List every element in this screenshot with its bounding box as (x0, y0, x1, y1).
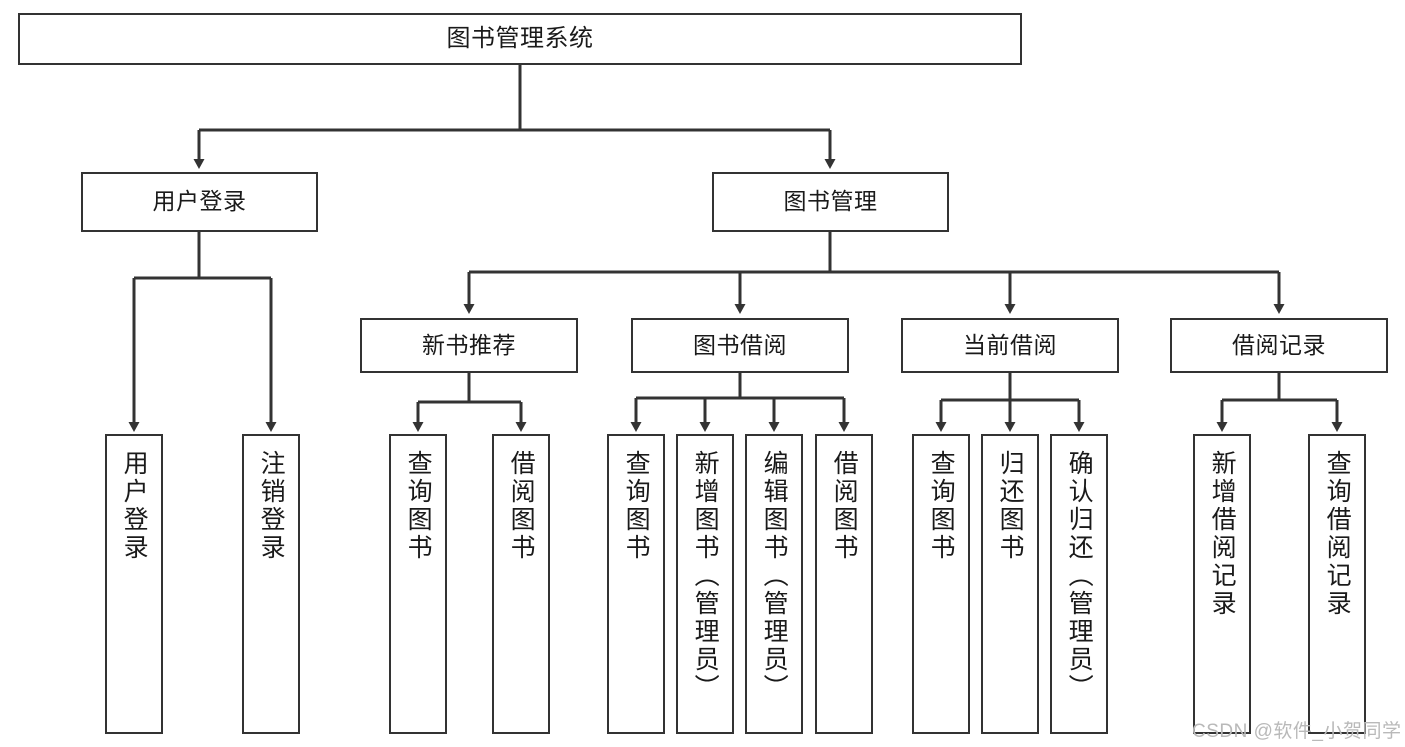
node-label: 确认归还（管理员） (1065, 450, 1094, 702)
node-root-system[interactable]: 图书管理系统 (18, 13, 1022, 65)
node-label: 注销登录 (257, 450, 286, 562)
node-borrow-record[interactable]: 借阅记录 (1170, 318, 1388, 373)
csdn-watermark: CSDN @软件_小贺同学 (1192, 721, 1402, 742)
leaf-borrow-book[interactable]: 借阅图书 (815, 434, 873, 734)
leaf-user-login[interactable]: 用户登录 (105, 434, 163, 734)
leaf-return-book[interactable]: 归还图书 (981, 434, 1039, 734)
node-label: 编辑图书（管理员） (760, 450, 789, 702)
node-user-login[interactable]: 用户登录 (81, 172, 318, 232)
node-label: 借阅图书 (830, 450, 859, 562)
node-label: 查询图书 (927, 450, 956, 562)
leaf-logout[interactable]: 注销登录 (242, 434, 300, 734)
node-label: 图书借阅 (693, 331, 787, 358)
leaf-borrow-book-new[interactable]: 借阅图书 (492, 434, 550, 734)
node-label: 用户登录 (152, 188, 247, 215)
node-label: 查询图书 (404, 450, 433, 562)
node-label: 图书管理系统 (446, 24, 594, 52)
node-label: 图书管理 (783, 188, 878, 215)
node-label: 借阅图书 (507, 450, 536, 562)
node-new-book-recommend[interactable]: 新书推荐 (360, 318, 578, 373)
leaf-query-book-borrow[interactable]: 查询图书 (607, 434, 665, 734)
leaf-query-book-current[interactable]: 查询图书 (912, 434, 970, 734)
node-label: 新书推荐 (422, 331, 516, 358)
node-label: 归还图书 (996, 450, 1025, 562)
leaf-query-borrow-record[interactable]: 查询借阅记录 (1308, 434, 1366, 734)
node-label: 借阅记录 (1232, 331, 1326, 358)
leaf-query-book-new[interactable]: 查询图书 (389, 434, 447, 734)
node-current-borrow[interactable]: 当前借阅 (901, 318, 1119, 373)
node-label: 当前借阅 (963, 331, 1057, 358)
node-label: 查询图书 (622, 450, 651, 562)
leaf-edit-book-admin[interactable]: 编辑图书（管理员） (745, 434, 803, 734)
node-label: 新增借阅记录 (1208, 450, 1237, 618)
node-label: 用户登录 (120, 450, 149, 562)
node-book-borrow[interactable]: 图书借阅 (631, 318, 849, 373)
node-label: 新增图书（管理员） (691, 450, 720, 702)
leaf-add-borrow-record[interactable]: 新增借阅记录 (1193, 434, 1251, 734)
leaf-add-book-admin[interactable]: 新增图书（管理员） (676, 434, 734, 734)
node-book-management[interactable]: 图书管理 (712, 172, 949, 232)
node-label: 查询借阅记录 (1323, 450, 1352, 618)
leaf-confirm-return-admin[interactable]: 确认归还（管理员） (1050, 434, 1108, 734)
